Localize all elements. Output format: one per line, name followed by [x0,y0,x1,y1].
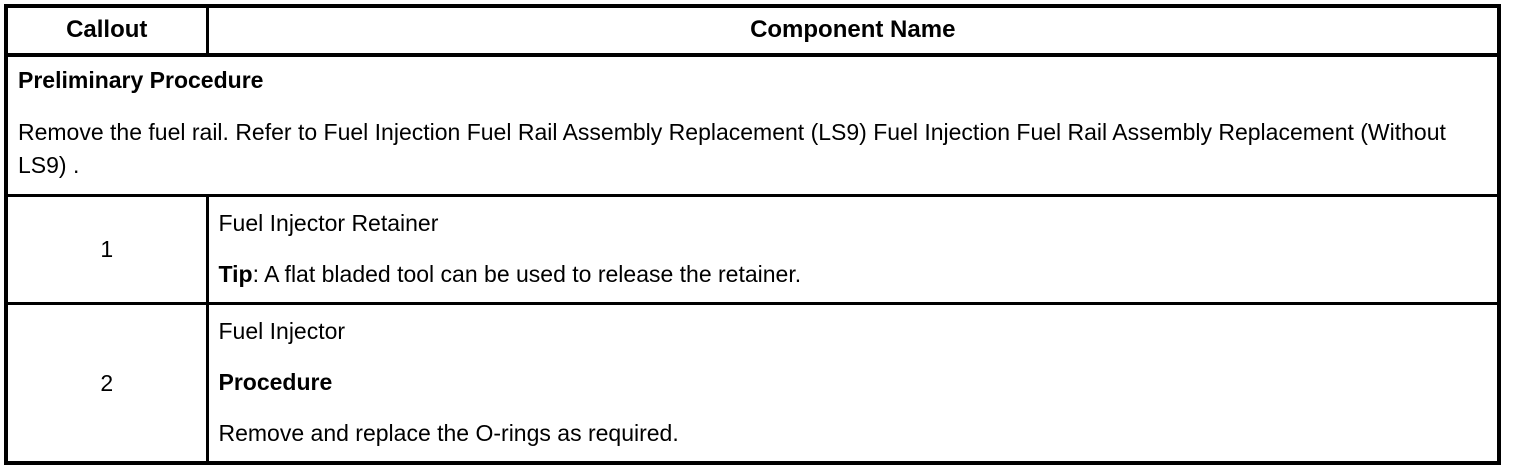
procedure-heading: Procedure [218,369,333,395]
tip-label: Tip [218,261,253,287]
tip-text: : A flat bladed tool can be used to rele… [252,261,802,287]
table-header-row: Callout Component Name [6,6,1499,57]
component-name-text: Fuel Injector [218,318,346,344]
component-name-text: Fuel Injector Retainer [218,210,439,236]
callout-number-cell-2: 2 [6,302,209,463]
callout-number-cell-1: 1 [6,194,209,304]
component-table: Callout Component Name Preliminary Proce… [4,4,1501,465]
callout-number: 2 [100,369,114,396]
preliminary-procedure-heading: Preliminary Procedure [18,67,264,93]
procedure-instruction: Remove and replace the O-rings as requir… [218,420,679,446]
preliminary-procedure-text: Remove the fuel rail. Refer to Fuel Inje… [18,119,1446,178]
component-name-cell-2: Fuel Injector Procedure Remove and repla… [207,302,1499,463]
component-name-cell-1: Fuel Injector Retainer Tip: A flat blade… [207,194,1499,304]
document-page: Callout Component Name Preliminary Proce… [4,4,1501,465]
preliminary-procedure-row: Preliminary Procedure Remove the fuel ra… [6,55,1499,196]
callout-number: 1 [100,236,114,262]
column-header-component-name: Component Name [207,6,1499,57]
column-header-callout: Callout [6,6,209,57]
table-row: 1 Fuel Injector Retainer Tip: A flat bla… [6,194,1499,304]
preliminary-procedure-cell: Preliminary Procedure Remove the fuel ra… [6,55,1499,196]
table-row: 2 Fuel Injector Procedure Remove and rep… [6,302,1499,463]
tip-line: Tip: A flat bladed tool can be used to r… [219,261,1490,288]
